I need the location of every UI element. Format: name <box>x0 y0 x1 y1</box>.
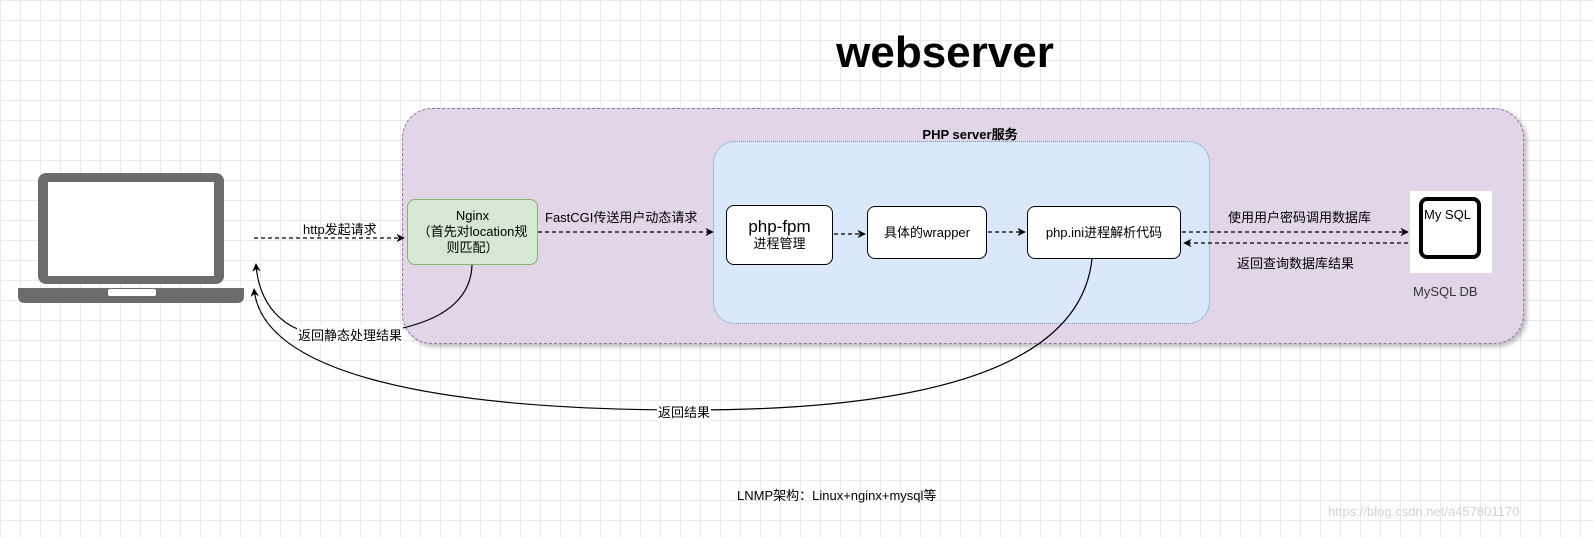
database-icon-text: My SQL <box>1424 207 1471 222</box>
nginx-title: Nginx <box>455 208 490 223</box>
php-fpm-desc: 进程管理 <box>753 236 806 251</box>
diagram-title: webserver <box>836 28 1054 77</box>
label-static-return: 返回静态处理结果 <box>297 325 404 344</box>
laptop-icon <box>18 173 244 303</box>
label-fastcgi: FastCGI传送用户动态请求 <box>545 210 698 225</box>
database-caption: MySQL DB <box>1413 284 1478 299</box>
php-ini-node: php.ini进程解析代码 <box>1027 206 1181 259</box>
watermark: https://blog.csdn.net/a457801170 <box>1328 504 1520 519</box>
php-server-label: PHP server服务 <box>922 127 1018 142</box>
wrapper-node: 具体的wrapper <box>867 206 987 259</box>
label-result-return: 返回结果 <box>657 402 712 421</box>
label-db-call: 使用用户密码调用数据库 <box>1228 210 1372 225</box>
database-icon <box>1419 197 1481 259</box>
php-fpm-node: php-fpm 进程管理 <box>726 205 833 265</box>
wrapper-label: 具体的wrapper <box>884 225 970 240</box>
nginx-node: Nginx （首先对location规 则匹配） <box>407 199 538 265</box>
php-fpm-title: php-fpm <box>748 217 811 236</box>
label-http-request: http发起请求 <box>303 222 377 237</box>
php-ini-label: php.ini进程解析代码 <box>1045 225 1163 240</box>
label-db-return: 返回查询数据库结果 <box>1237 256 1355 271</box>
nginx-desc-line2: 则匹配） <box>446 240 499 255</box>
footer-note: LNMP架构：Linux+nginx+mysql等 <box>737 488 937 503</box>
nginx-desc-line1: （首先对location规 <box>417 224 528 239</box>
